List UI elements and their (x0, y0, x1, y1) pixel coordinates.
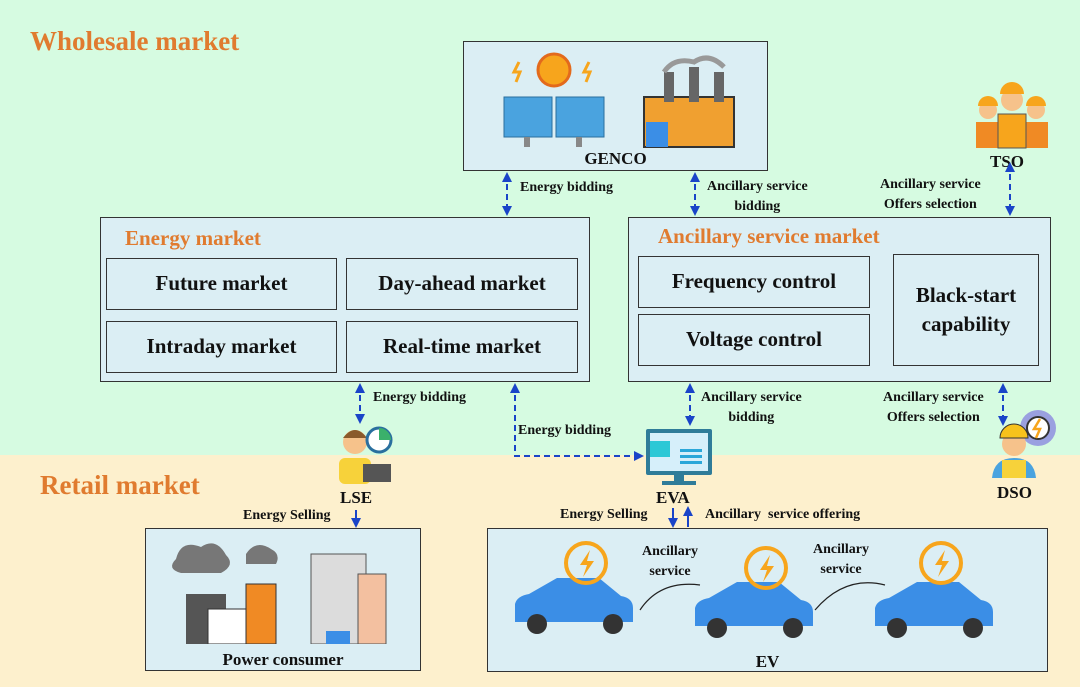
lse-icon (339, 426, 393, 484)
eva-ancillary-offering-label: Ancillary service offering (705, 507, 861, 522)
genco-icon (503, 52, 735, 148)
dso-label: DSO (997, 483, 1032, 502)
charging-icon (744, 546, 788, 590)
day-ahead-market: Day-ahead market (346, 258, 578, 310)
v2v-arrow-2 (814, 582, 886, 611)
tso-label: TSO (990, 152, 1025, 171)
power-consumer-box: Power consumer (145, 528, 421, 671)
eva-icon (646, 429, 712, 485)
charging-icon (564, 541, 608, 585)
lse-energy-selling-label: Energy Selling (243, 508, 331, 523)
lse-label: LSE (340, 488, 373, 507)
black-start-capability: Black-start capability (893, 254, 1039, 366)
eva-energy-bidding-label: Energy bidding (518, 423, 611, 438)
power-consumer-label: Power consumer (222, 650, 344, 669)
tso-icon (976, 82, 1048, 149)
ancillary-market-title: Ancillary service market (658, 224, 880, 248)
ev-car-3 (875, 582, 993, 638)
genco-label: GENCO (584, 149, 647, 168)
consumer-icon (172, 543, 387, 644)
frequency-control: Frequency control (638, 256, 870, 308)
intraday-market: Intraday market (106, 321, 337, 373)
eva-label: EVA (656, 488, 690, 507)
wholesale-title: Wholesale market (30, 26, 240, 56)
eva-energy-selling-label: Energy Selling (560, 507, 648, 522)
v2v-arrow-1 (639, 583, 701, 611)
genco-box: GENCO (463, 41, 768, 171)
ev-car-1 (515, 578, 633, 634)
dso-icon (992, 410, 1056, 478)
voltage-control: Voltage control (638, 314, 870, 366)
charging-icon (919, 541, 963, 585)
retail-title: Retail market (40, 470, 200, 500)
genco-energy-bidding-label: Energy bidding (520, 180, 613, 195)
future-market: Future market (106, 258, 337, 310)
ev-label: EV (755, 652, 780, 671)
ev-car-2 (695, 582, 813, 638)
lse-energy-bidding-label: Energy bidding (373, 390, 466, 405)
real-time-market: Real-time market (346, 321, 578, 373)
energy-market-title: Energy market (125, 226, 261, 250)
